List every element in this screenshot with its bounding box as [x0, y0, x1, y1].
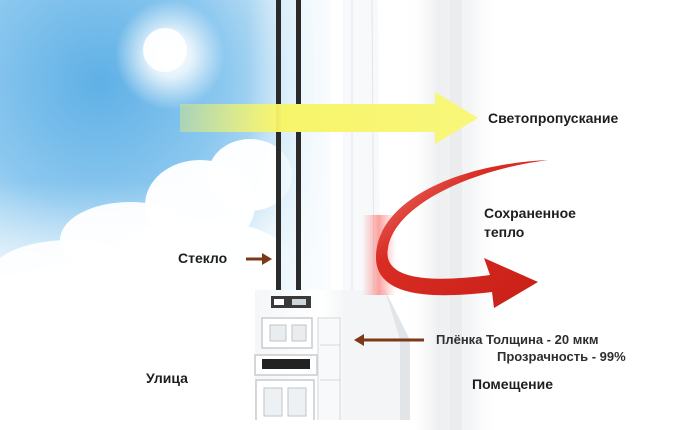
window-profile — [250, 290, 415, 430]
street-label: Улица — [146, 370, 188, 386]
heat-arrow-icon — [375, 160, 548, 308]
arrow-right-icon — [246, 253, 272, 265]
film-thickness-label: Плёнка Толщина - 20 мкм — [436, 332, 599, 347]
arrow-left-icon — [354, 334, 424, 346]
saved-heat-label-line2: тепло — [484, 224, 525, 240]
glass-label: Стекло — [178, 250, 228, 266]
cloud-icon — [0, 139, 292, 340]
film-transparency-label: Прозрачность - 99% — [497, 349, 626, 364]
sun-glow — [115, 0, 225, 110]
light-arrow-icon — [180, 92, 478, 144]
room-label: Помещение — [472, 376, 554, 392]
saved-heat-label-line1: Сохраненное — [484, 205, 576, 221]
window-glass — [276, 0, 343, 300]
light-transmission-label: Светопропускание — [488, 110, 619, 126]
